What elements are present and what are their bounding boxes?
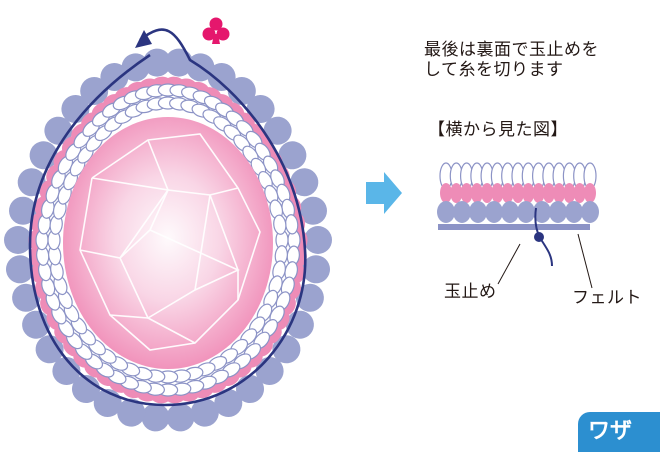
side-outer-bead [565,201,583,223]
side-pink-bead [512,183,524,203]
side-outer-bead [485,201,503,223]
outer-bead [207,63,236,91]
outer-bead [302,255,330,284]
outer-bead [12,283,41,312]
thread-path [28,28,307,407]
side-pink-bead [542,183,555,203]
instruction-line-1: 最後は裏面で玉止めを [424,40,599,60]
corner-badge: ワザ [578,412,660,452]
outer-bead [166,403,195,432]
outer-bead [4,226,32,254]
white-bead-ring-inner [47,96,289,384]
arrow-right-icon [366,172,402,214]
beadwork-illustration [4,17,599,432]
club-icon [202,17,230,44]
outer-bead [141,403,170,432]
side-pink-bead [553,183,566,203]
outer-bead [35,335,64,364]
outer-bead [290,168,319,197]
outer-bead [117,398,146,427]
knot-dot [534,232,544,242]
side-pink-bead [573,183,586,203]
outer-bead [52,357,81,386]
outer-bead-ring [4,48,332,432]
outer-bead [9,196,37,225]
side-view-pink-beads [440,183,596,203]
outer-bead [214,388,243,417]
side-pink-bead [501,183,514,203]
side-outer-bead [517,201,535,223]
outer-bead [100,63,129,91]
side-outer-bead [581,201,599,223]
white-bead [273,214,287,235]
felt-label: フェルト [572,288,642,308]
side-outer-bead [453,201,471,223]
side-pink-bead [460,183,473,203]
side-pink-bead [563,183,576,203]
outer-bead [263,116,292,145]
center-gem [63,117,273,369]
outer-bead [80,77,109,105]
outer-bead [278,141,307,170]
outer-bead [6,255,34,284]
side-outer-bead [437,201,455,223]
side-outer-bead [469,201,487,223]
outer-bead [164,48,193,77]
side-outer-bead [501,201,519,223]
side-view-diagram [437,162,599,289]
side-pink-bead [491,183,504,203]
side-pink-bead [481,183,494,203]
outer-bead [227,77,256,105]
side-pink-bead [522,183,535,203]
side-pink-bead [440,183,452,203]
side-view-white-beads [439,162,597,190]
outer-bead [72,375,100,403]
outer-bead [304,226,332,254]
outer-bead [299,196,327,225]
side-view-title: 【横から見た図】 [428,120,568,140]
knot-leader [497,243,521,285]
instruction-line-2: して糸を切ります [424,60,564,80]
thread-arrow-icon [135,30,152,48]
side-outer-bead [533,201,551,223]
outer-bead [61,95,90,123]
side-pink-bead [450,183,463,203]
side-view-outer-beads [437,201,599,223]
knot-label: 玉止め [444,282,497,302]
felt-layer [438,224,590,230]
side-pink-bead [584,183,596,203]
side-outer-bead [549,201,567,223]
side-pink-bead [470,183,483,203]
side-pink-bead [532,183,545,203]
felt-leader [577,233,593,289]
outer-bead [190,398,219,427]
